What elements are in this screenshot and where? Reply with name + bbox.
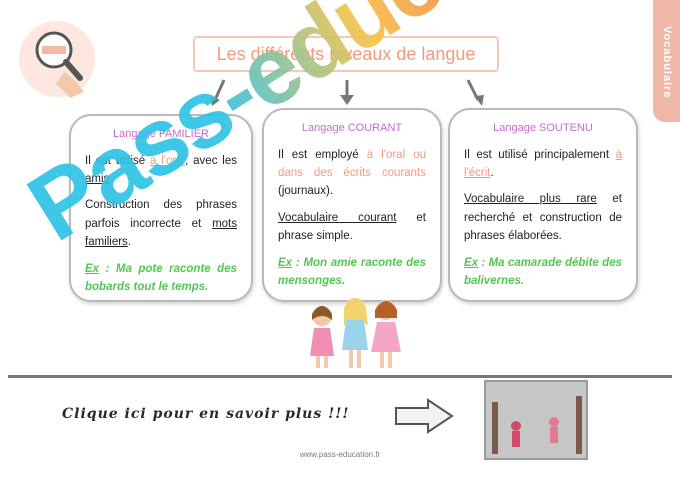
example-text: : Ma camarade débite des balivernes. [464, 256, 622, 287]
underlined-word: mots familiers [85, 217, 237, 249]
example-label: Ex [464, 256, 479, 269]
card-vocabulary: Vocabulaire plus rare et recherché et co… [464, 190, 622, 245]
text: , avec les [185, 154, 237, 167]
card-example: Ex : Ma pote raconte des bobards tout le… [85, 260, 237, 297]
highlight-ecrit: à l'écrit [464, 148, 622, 179]
card-example: Ex : Ma camarade débite des balivernes. [464, 254, 622, 291]
text: . [127, 236, 132, 249]
text: et recherché et construction de phrases … [464, 193, 622, 243]
footer-url: www.pass-education.fr [299, 450, 381, 459]
arrow-down-right-icon [466, 79, 484, 106]
text: Il est utilisé [85, 154, 150, 167]
text: Il est employé [278, 148, 367, 161]
text: et phrase simple. [278, 211, 426, 243]
card-soutenu: Langage SOUTENU Il est utilisé principal… [448, 108, 638, 302]
underlined-word: Vocabulaire courant [278, 211, 397, 224]
card-construction: Construction des phrases parfois incorre… [85, 196, 237, 251]
text: Il est utilisé principalement [464, 148, 616, 161]
example-text: : Ma pote raconte des bobards tout le te… [85, 262, 237, 293]
arrow-down-left-icon [210, 79, 226, 106]
girls-illustration [310, 298, 401, 368]
underlined-word: amis [85, 172, 110, 185]
card-example: Ex : Mon amie raconte des mensonges. [278, 254, 426, 291]
more-info-link[interactable]: Clique ici pour en savoir plus !!! [62, 406, 350, 422]
video-thumbnail[interactable] [484, 380, 588, 460]
card-familier: Langage FAMILIER Il est utilisé à l'oral… [69, 114, 253, 302]
text: . [109, 172, 113, 185]
underlined-word: Vocabulaire plus rare [464, 193, 597, 206]
card-vocabulary: Vocabulaire courant et phrase simple. [278, 209, 426, 246]
card-description: Il est utilisé à l'oral, avec les amis. [85, 152, 237, 189]
card-description: Il est employé à l'oral ou dans des écri… [278, 146, 426, 201]
text: . [490, 166, 494, 179]
highlight-oral: à l'oral [149, 154, 186, 167]
card-courant: Langage COURANT Il est employé à l'oral … [262, 108, 442, 302]
arrow-down-icon [340, 80, 354, 105]
example-label: Ex [85, 262, 100, 275]
example-label: Ex [278, 256, 293, 269]
divider [8, 375, 672, 378]
text: (journaux). [278, 185, 333, 198]
card-title: Langage COURANT [301, 122, 403, 134]
example-text: : Mon amie raconte des mensonges. [278, 256, 426, 287]
logo-magnifier-hand [18, 20, 96, 98]
page-title: Les différents niveaux de langue [193, 36, 499, 72]
card-description: Il est utilisé principalement à l'écrit. [464, 146, 622, 183]
card-title: Langage FAMILIER [112, 128, 209, 140]
vocabulaire-tab[interactable]: Vocabulaire [653, 0, 680, 122]
card-title: Langage SOUTENU [493, 122, 593, 134]
vocabulaire-tab-label: Vocabulaire [661, 25, 673, 99]
highlight-oral: à l'oral ou dans des écrits courants [278, 148, 426, 179]
arrow-right-icon[interactable] [394, 398, 454, 434]
text: Construction des phrases parfois incorre… [85, 199, 237, 230]
